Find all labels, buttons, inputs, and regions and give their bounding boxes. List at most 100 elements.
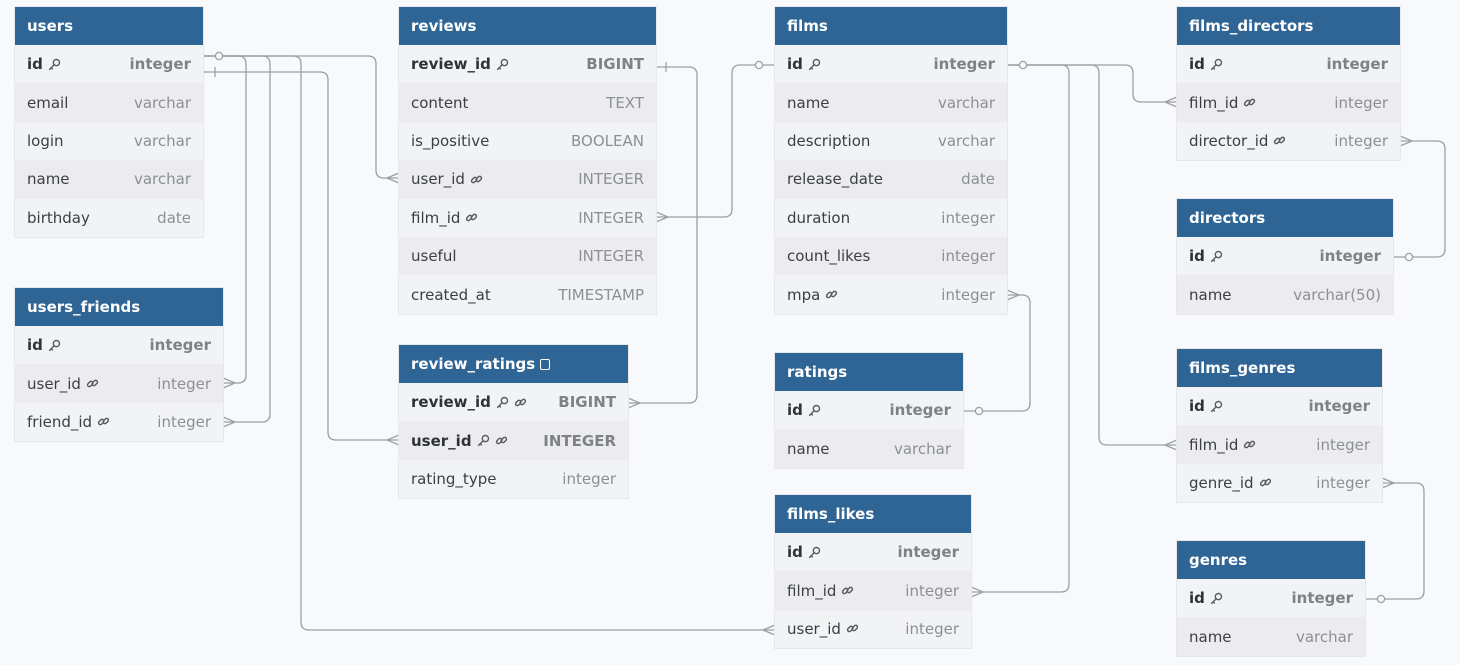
table-header[interactable]: reviews [399, 7, 656, 45]
table-header[interactable]: users [15, 7, 203, 45]
table-header[interactable]: films_likes [775, 495, 971, 533]
note-icon[interactable] [540, 359, 551, 370]
one-end-marker [1376, 594, 1386, 604]
table-header[interactable]: review_ratings [399, 345, 628, 383]
many-end-marker [222, 377, 236, 389]
field-row[interactable]: name varchar [775, 429, 963, 468]
field-name: is_positive [411, 132, 489, 150]
link-icon [1259, 476, 1272, 489]
key-icon [477, 434, 490, 447]
field-name-text: useful [411, 247, 457, 266]
table-header[interactable]: ratings [775, 353, 963, 391]
field-type: integer [149, 336, 211, 355]
field-type: integer [129, 55, 191, 74]
many-end-marker [1164, 439, 1178, 451]
field-name-text: id [787, 55, 803, 74]
table-header[interactable]: users_friends [15, 288, 223, 326]
field-row[interactable]: review_id BIGINT [399, 383, 628, 421]
table-title: films [787, 17, 828, 35]
link-icon [1273, 134, 1286, 147]
field-name: review_id [411, 393, 527, 411]
table-header[interactable]: genres [1177, 541, 1365, 579]
link-icon [97, 415, 110, 428]
field-name-text: id [1189, 247, 1205, 266]
table-header[interactable]: films_genres [1177, 349, 1382, 387]
relation-films-reviews [656, 64, 775, 218]
field-type: INTEGER [578, 170, 644, 189]
field-name-text: count_likes [787, 247, 871, 266]
field-type: varchar [1295, 627, 1353, 646]
table-header[interactable]: films [775, 7, 1007, 45]
link-icon [86, 377, 99, 390]
field-name-text: release_date [787, 170, 884, 189]
field-type: date [157, 208, 191, 227]
field-name: name [787, 440, 830, 458]
many-end-marker [1164, 96, 1178, 108]
table-header[interactable]: directors [1177, 199, 1393, 237]
field-type: integer [1308, 397, 1370, 416]
field-name: review_id [411, 55, 509, 73]
table-header[interactable]: films_directors [1177, 7, 1400, 45]
one-end-marker [1018, 60, 1028, 70]
field-type: varchar [893, 439, 951, 458]
field-type: BIGINT [558, 393, 616, 412]
relation-films-films-directors [1007, 64, 1177, 103]
field-type: integer [157, 412, 211, 431]
field-name-text: user_id [787, 619, 841, 638]
